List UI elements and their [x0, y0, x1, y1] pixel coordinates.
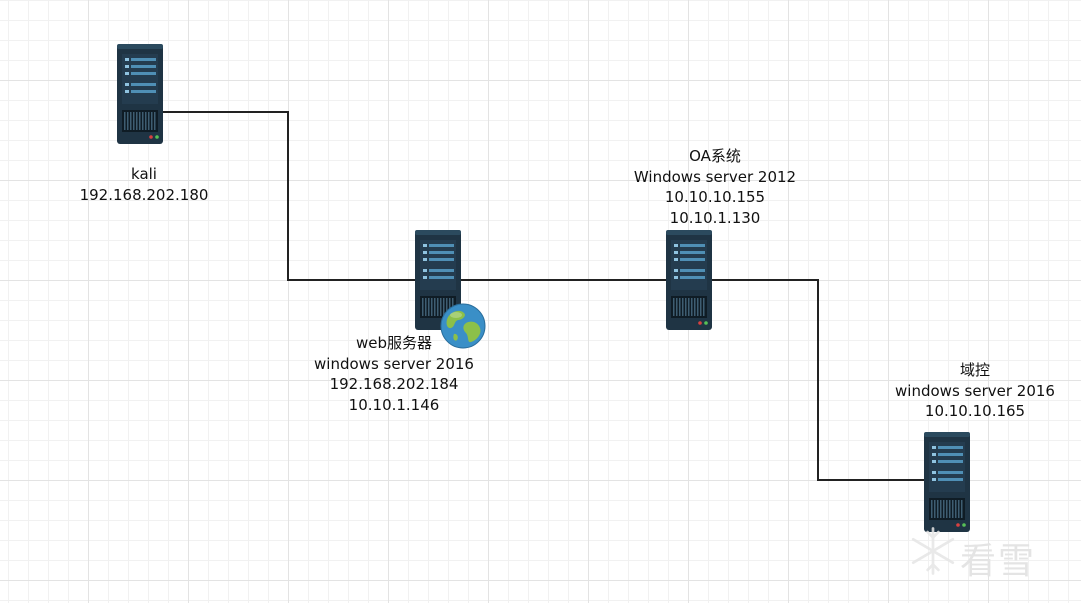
globe-icon: [440, 303, 486, 349]
label-line: 域控: [959, 361, 991, 379]
server-icon-oa[interactable]: [666, 230, 712, 330]
label-line: OA系统: [689, 147, 741, 165]
node-label-web: web服务器 windows server 2016 192.168.202.1…: [314, 333, 474, 415]
link-oa-dc: [712, 279, 926, 481]
watermark-text: 看雪: [960, 541, 1037, 582]
label-line: 10.10.1.146: [348, 395, 440, 414]
label-line: web服务器: [355, 334, 433, 352]
node-label-dc: 域控 windows server 2016 10.10.10.165: [895, 360, 1055, 422]
node-label-kali: kali 192.168.202.180: [80, 164, 209, 205]
label-line: 192.168.202.184: [329, 375, 459, 393]
link-kali-web: [162, 111, 416, 281]
label-line: 192.168.202.180: [79, 185, 209, 204]
server-icon-dc[interactable]: [924, 432, 970, 532]
label-line: Windows server 2012: [633, 167, 797, 186]
label-line: 10.10.10.155: [664, 188, 766, 206]
label-line: windows server 2016: [314, 354, 474, 373]
snowflake-icon: [911, 527, 955, 575]
server-icon-kali[interactable]: [117, 44, 163, 144]
label-line: 10.10.10.165: [924, 402, 1026, 420]
label-line: kali: [131, 165, 157, 183]
label-line: windows server 2016: [895, 381, 1055, 400]
node-label-oa: OA系统 Windows server 2012 10.10.10.155 10…: [634, 146, 796, 228]
label-line: 10.10.1.130: [669, 208, 761, 227]
